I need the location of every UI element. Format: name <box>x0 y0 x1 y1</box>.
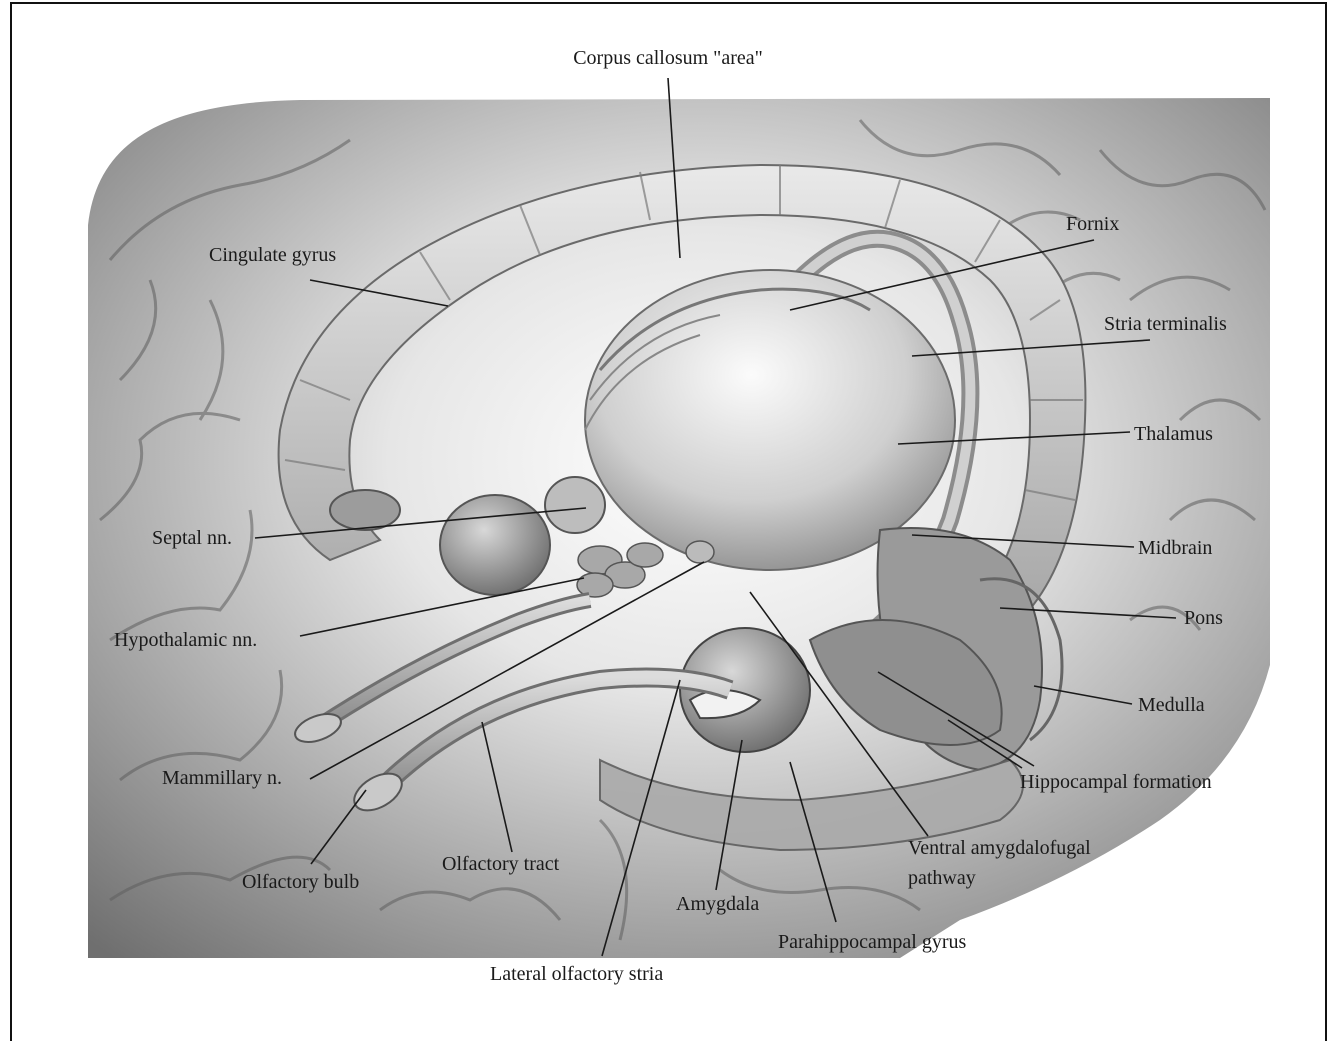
label-pons: Pons <box>1184 607 1223 629</box>
label-lateral-olfactory-stria: Lateral olfactory stria <box>490 963 663 985</box>
label-ventral-amygdalofugal-line1: Ventral amygdalofugal <box>908 837 1091 859</box>
label-hypothalamic-nn: Hypothalamic nn. <box>114 629 257 651</box>
label-stria-terminalis: Stria terminalis <box>1104 313 1227 335</box>
label-corpus-callosum: Corpus callosum "area" <box>573 47 763 69</box>
label-cingulate-gyrus: Cingulate gyrus <box>209 244 336 266</box>
label-mammillary-n: Mammillary n. <box>162 767 282 789</box>
label-fornix: Fornix <box>1066 213 1119 235</box>
label-olfactory-bulb: Olfactory bulb <box>242 871 359 893</box>
label-amygdala: Amygdala <box>676 893 759 915</box>
label-thalamus: Thalamus <box>1134 423 1213 445</box>
label-medulla: Medulla <box>1138 694 1205 716</box>
label-midbrain: Midbrain <box>1138 537 1212 559</box>
label-olfactory-tract: Olfactory tract <box>442 853 560 875</box>
label-parahippocampal-gyrus: Parahippocampal gyrus <box>778 931 966 953</box>
label-hippocampal-formation: Hippocampal formation <box>1020 771 1212 793</box>
label-ventral-amygdalofugal-line2: pathway <box>908 867 976 889</box>
label-septal-nn: Septal nn. <box>152 527 232 549</box>
